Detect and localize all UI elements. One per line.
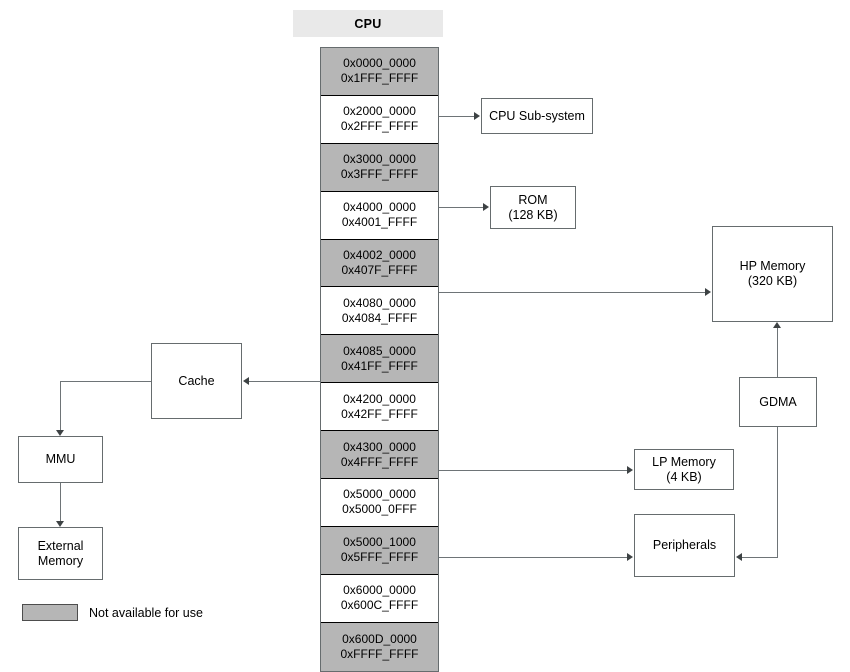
block-gdma[interactable]: GDMA	[739, 377, 817, 427]
arrowhead-peripherals-from-gdma	[736, 553, 742, 561]
connector-gdma-to-hp-memory	[777, 328, 778, 377]
block-peripherals[interactable]: Peripherals	[634, 514, 735, 577]
arrowhead-rom	[483, 203, 489, 211]
arrowhead-cache	[243, 377, 249, 385]
memory-row-start: 0x4300_0000	[343, 439, 416, 454]
memory-row-start: 0x4080_0000	[343, 295, 416, 310]
memory-row-start: 0x4085_0000	[343, 343, 416, 358]
connector-map-to-rom	[439, 207, 484, 208]
memory-row-end: 0x1FFF_FFFF	[340, 71, 419, 86]
block-lp-memory[interactable]: LP Memory (4 KB)	[634, 449, 734, 490]
block-rom-label: ROM	[518, 192, 548, 207]
memory-row-end: 0x407F_FFFF	[341, 263, 418, 277]
connector-cache-to-mmu-horizontal	[60, 381, 151, 382]
memory-row-start: 0x2000_0000	[343, 104, 416, 119]
memory-row-end: 0x5000_0FFF	[342, 502, 417, 517]
legend-label-reserved: Not available for use	[89, 605, 203, 620]
memory-row-end: 0x4FFF_FFFF	[340, 454, 419, 469]
connector-map-to-peripherals	[439, 557, 628, 558]
memory-row-start: 0x4000_0000	[343, 200, 416, 215]
memory-row-end: 0x2FFF_FFFF	[340, 119, 419, 134]
memory-row-end: 0x42FF_FFFF	[341, 406, 418, 421]
connector-gdma-to-peripherals-vertical	[777, 427, 778, 557]
arrowhead-peripherals	[627, 553, 633, 561]
memory-row-end: 0x4084_FFFF	[341, 310, 418, 325]
memory-row-end: 0xFFFF_FFFF	[340, 646, 419, 661]
arrowhead-external-memory	[56, 521, 64, 527]
memory-row-end: 0x600C_FFFF	[340, 598, 419, 613]
memory-row-start: 0x6000_0000	[343, 583, 416, 598]
memory-row-end: 0x41FF_FFFF	[341, 358, 418, 373]
connector-map-to-hp-memory	[439, 292, 706, 293]
memory-row-start: 0x3000_0000	[343, 152, 416, 167]
memory-row-end: 0x3FFF_FFFF	[340, 167, 419, 182]
arrowhead-hp-memory-from-gdma	[773, 322, 781, 328]
memory-row-start: 0x5000_1000	[343, 535, 416, 550]
block-hp-memory[interactable]: HP Memory (320 KB)	[712, 226, 833, 322]
block-mmu-label: MMU	[45, 452, 76, 466]
block-gdma-label: GDMA	[759, 394, 797, 409]
connector-map-to-cpu-subsystem	[439, 116, 475, 117]
memory-row-end: 0x4001_FFFF	[341, 215, 418, 230]
block-rom[interactable]: ROM (128 KB)	[490, 186, 576, 229]
legend-swatch-reserved	[22, 604, 78, 621]
connector-gdma-to-peripherals-horizontal	[742, 557, 778, 558]
block-hp-memory-size: (320 KB)	[747, 274, 798, 288]
block-peripherals-label: Peripherals	[652, 538, 717, 552]
connector-map-to-cache	[249, 381, 320, 382]
block-external-memory-label: External	[37, 538, 84, 553]
block-lp-memory-label: LP Memory	[652, 454, 716, 469]
block-cpu-subsystem-label: CPU Sub-system	[489, 108, 585, 123]
connector-map-to-lp-memory	[439, 470, 628, 471]
block-cpu-subsystem[interactable]: CPU Sub-system	[481, 98, 593, 134]
arrowhead-mmu	[56, 430, 64, 436]
memory-row-end: 0x5FFF_FFFF	[340, 550, 419, 565]
memory-row-start: 0x600D_0000	[342, 631, 417, 646]
block-rom-size: (128 KB)	[508, 207, 558, 222]
memory-row-start: 0x4002_0000	[343, 248, 416, 262]
block-cache[interactable]: Cache	[151, 343, 242, 419]
arrowhead-cpu-subsystem	[474, 112, 480, 120]
block-external-memory[interactable]: External Memory	[18, 527, 103, 580]
block-mmu[interactable]: MMU	[18, 436, 103, 483]
memory-row-start: 0x5000_0000	[343, 487, 416, 502]
block-external-memory-label2: Memory	[37, 553, 84, 568]
memory-row-start: 0x4200_0000	[343, 391, 416, 406]
block-lp-memory-size: (4 KB)	[666, 469, 702, 484]
legend: Not available for use	[22, 604, 203, 621]
block-hp-memory-label: HP Memory	[739, 259, 806, 273]
cpu-header-label: CPU	[293, 10, 443, 37]
memory-row-start: 0x0000_0000	[343, 56, 416, 71]
connector-cache-to-mmu-vertical	[60, 381, 61, 430]
block-cache-label: Cache	[178, 373, 215, 388]
arrowhead-hp-memory	[705, 288, 711, 296]
arrowhead-lp-memory	[627, 466, 633, 474]
connector-mmu-to-external-memory	[60, 483, 61, 521]
